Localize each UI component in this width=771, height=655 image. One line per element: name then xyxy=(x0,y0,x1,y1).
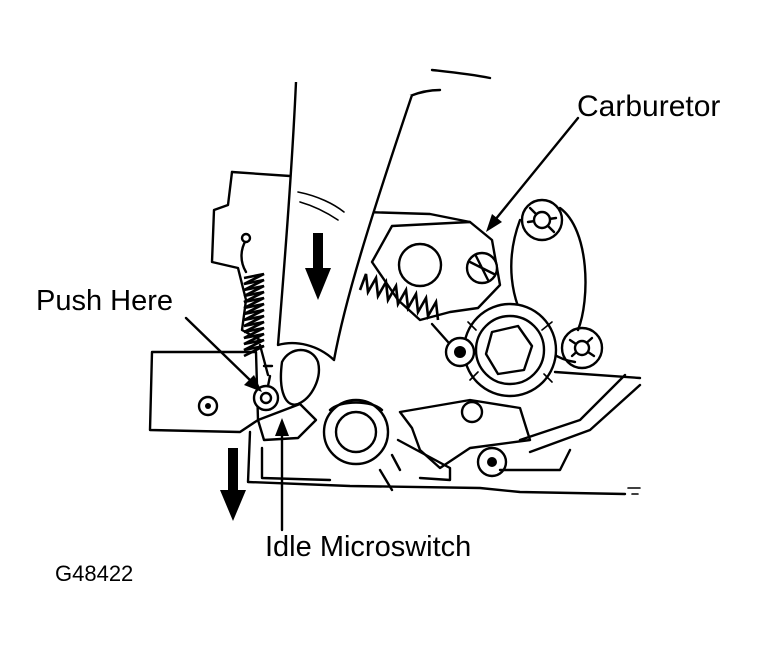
small-bolt-icon xyxy=(197,395,219,417)
idle-microswitch-label: Idle Microswitch xyxy=(265,531,472,563)
pushing-finger xyxy=(276,81,414,406)
down-arrow-icon xyxy=(220,448,246,521)
leader-idle-microswitch xyxy=(275,418,289,532)
lower-screw-icon xyxy=(560,326,604,370)
figure-code: G48422 xyxy=(55,561,134,586)
bell-crank-lever xyxy=(378,373,642,492)
leader-carburetor xyxy=(486,116,580,232)
down-arrow-icon xyxy=(305,233,331,300)
hex-nut-icon xyxy=(462,302,558,398)
return-spring-left xyxy=(240,232,270,377)
pivot-pin-icon xyxy=(444,336,476,368)
carburetor-label: Carburetor xyxy=(577,90,721,123)
leader-push-here xyxy=(184,316,262,392)
carburetor-housing xyxy=(148,170,642,496)
push-here-label: Push Here xyxy=(36,285,174,317)
idle-microswitch xyxy=(252,364,318,442)
return-spring-center xyxy=(358,273,450,344)
upper-screw-icon xyxy=(520,198,564,242)
roller-bushing-icon xyxy=(322,398,390,466)
